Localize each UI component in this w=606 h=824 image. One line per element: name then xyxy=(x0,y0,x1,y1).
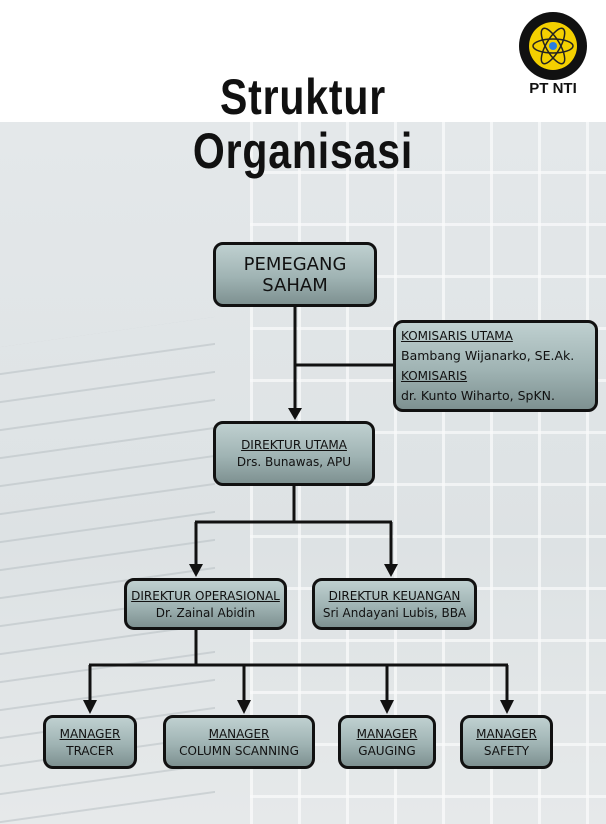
commissioner-title: KOMISARIS xyxy=(401,369,468,383)
position-title: DIREKTUR KEUANGAN xyxy=(328,588,461,603)
shareholders-box: PEMEGANG SAHAM xyxy=(213,242,377,307)
unit-name: TRACER xyxy=(66,743,114,758)
building-background xyxy=(0,122,606,824)
arrow-head xyxy=(380,700,394,714)
arrow-head xyxy=(237,700,251,714)
commissioner-title: KOMISARIS UTAMA xyxy=(401,329,513,343)
arrow-head xyxy=(384,564,398,577)
shareholders-line2: SAHAM xyxy=(262,274,328,296)
person-name: Drs. Bunawas, APU xyxy=(236,455,352,469)
commissioner-name: dr. Kunto Wiharto, SpKN. xyxy=(401,388,555,403)
manager-column-scanning-box: MANAGER COLUMN SCANNING xyxy=(163,715,315,769)
unit-name: GAUGING xyxy=(358,743,416,758)
company-logo xyxy=(519,12,587,80)
arrow-head xyxy=(288,408,302,420)
page-title-line1: Struktur xyxy=(219,69,387,125)
position-title: MANAGER xyxy=(356,726,418,741)
arrow-head xyxy=(500,700,514,714)
operations-director-box: DIREKTUR OPERASIONAL Dr. Zainal Abidin xyxy=(124,578,287,630)
position-title: MANAGER xyxy=(476,726,537,741)
shareholders-line1: PEMEGANG xyxy=(243,253,347,275)
manager-safety-box: MANAGER SAFETY xyxy=(460,715,553,769)
atom-icon xyxy=(529,22,577,70)
commissioners-box: KOMISARIS UTAMA Bambang Wijanarko, SE.Ak… xyxy=(393,320,598,412)
finance-director-box: DIREKTUR KEUANGAN Sri Andayani Lubis, BB… xyxy=(312,578,477,630)
position-title: MANAGER xyxy=(208,726,270,741)
page-title-line2: Organisasi xyxy=(192,123,414,179)
arrow-head xyxy=(189,564,203,577)
manager-tracer-box: MANAGER TRACER xyxy=(43,715,137,769)
position-title: DIREKTUR UTAMA xyxy=(241,438,347,452)
unit-name: COLUMN SCANNING xyxy=(179,743,299,758)
person-name: Dr. Zainal Abidin xyxy=(155,605,256,620)
commissioner-name: Bambang Wijanarko, SE.Ak. xyxy=(401,348,575,363)
person-name: Sri Andayani Lubis, BBA xyxy=(322,605,467,620)
manager-gauging-box: MANAGER GAUGING xyxy=(338,715,436,769)
position-title: DIREKTUR OPERASIONAL xyxy=(131,588,280,603)
president-director-box: DIREKTUR UTAMA Drs. Bunawas, APU xyxy=(213,421,375,486)
unit-name: SAFETY xyxy=(483,743,530,758)
arrow-head xyxy=(83,700,97,714)
logo-label: PT NTI xyxy=(529,80,577,97)
position-title: MANAGER xyxy=(59,726,121,741)
